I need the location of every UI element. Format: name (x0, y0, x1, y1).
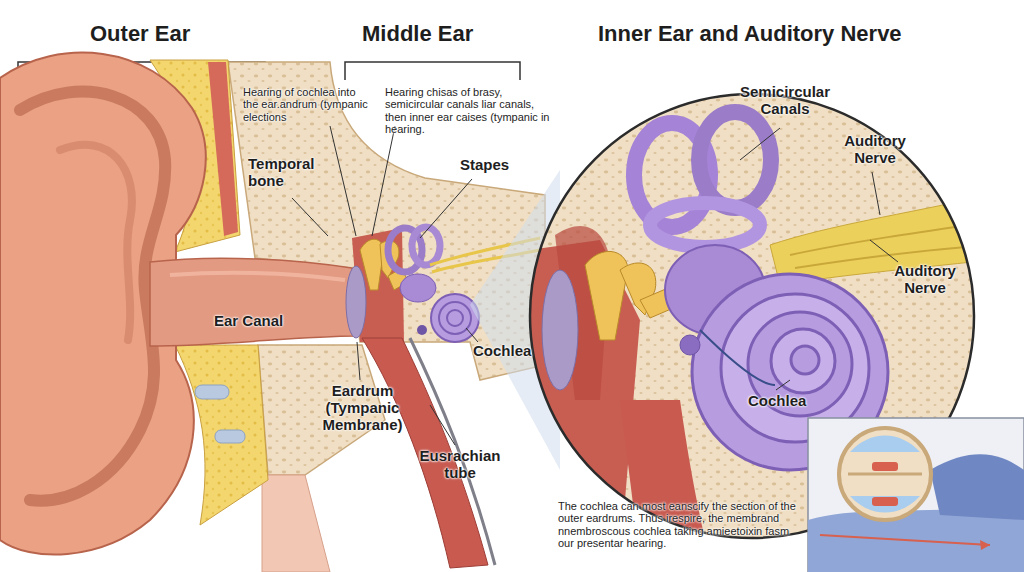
helix-fold (20, 92, 165, 501)
round-window (417, 325, 427, 335)
note-text: Hearing of cochlea into the ear.andrum (… (243, 86, 371, 123)
organ-of-corti (872, 462, 898, 471)
cartilage (215, 430, 245, 443)
membrane (848, 473, 922, 476)
zoom-view (530, 90, 990, 560)
cochlea-turn (439, 302, 471, 334)
section-heading: Inner Ear and Auditory Nerve (598, 22, 928, 47)
section-heading: Middle Ear (362, 22, 512, 47)
hair-cells (872, 497, 898, 506)
part-label: Cochlea (473, 343, 553, 360)
eardrum (346, 266, 366, 338)
semicircular-canal (412, 227, 440, 265)
part-label: Cochlea (748, 393, 818, 410)
muscle (208, 62, 238, 236)
cochlea-turn (447, 310, 463, 326)
bracket (345, 62, 520, 80)
cochlea (431, 294, 479, 342)
scala (850, 496, 920, 513)
section-heading: Outer Ear (90, 22, 250, 47)
part-label: Temporal bone (248, 156, 338, 190)
canal-highlight (170, 273, 345, 280)
part-label: Auditory Nerve (882, 263, 968, 297)
zoom-circle (530, 94, 974, 538)
part-label: Stapes (460, 157, 530, 174)
leader-lines (292, 126, 898, 445)
signal-head (980, 540, 990, 550)
signal-line (820, 535, 990, 545)
part-label: Ear Canal (214, 313, 314, 330)
part-label: Eardrum (Tympanic Membrane) (305, 383, 420, 433)
scala (850, 436, 920, 453)
vestibule (400, 274, 436, 302)
part-label: Semicircular Canals (730, 84, 840, 118)
inset-panel (808, 418, 1024, 572)
part-label: Eusrachian tube (410, 448, 510, 482)
inset-tissue (930, 454, 1024, 520)
antihelix (60, 145, 132, 340)
cartilage (195, 385, 229, 399)
cochlear-duct (839, 428, 931, 520)
part-label: Auditory Nerve (832, 133, 918, 167)
caption-text: The cochlea can most eanscify the sectio… (558, 500, 803, 549)
ear-canal (150, 258, 356, 346)
soft-tissue (262, 475, 330, 572)
note-text: Hearing chisas of brasy, semicircular ca… (385, 86, 550, 135)
